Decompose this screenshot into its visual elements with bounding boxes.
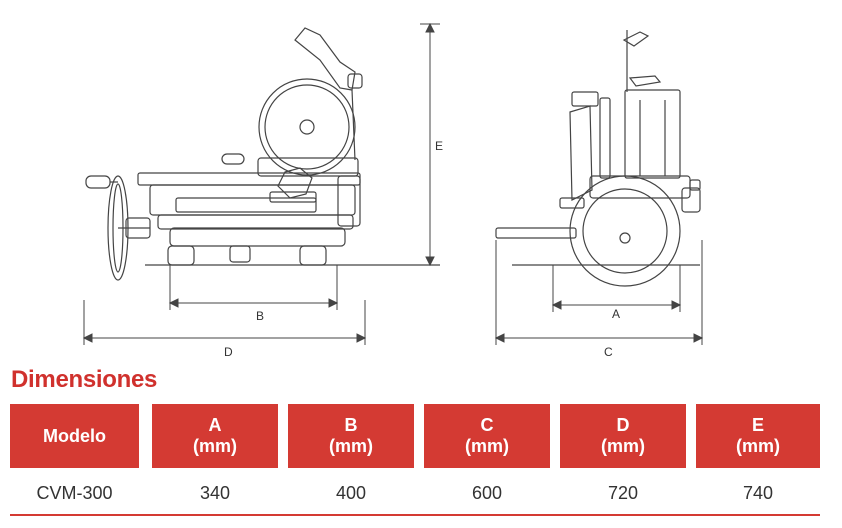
header-cell-b: B (mm) <box>288 404 414 468</box>
cell-d: 720 <box>607 482 639 503</box>
dimension-label-e: E <box>435 139 443 153</box>
cell-e: 740 <box>742 482 774 503</box>
header-cell-c: C (mm) <box>424 404 550 468</box>
dimension-label-d: D <box>224 345 233 359</box>
header-label: A <box>208 415 222 435</box>
cell-b: 400 <box>335 482 367 503</box>
side-view-slicer <box>85 27 440 281</box>
header-unit: (mm) <box>601 436 645 456</box>
dimension-label-c: C <box>604 345 613 359</box>
dimensions-table: Modelo A (mm) B (mm) C (mm) D (mm) E (mm… <box>10 404 820 518</box>
table-header-row: Modelo A (mm) B (mm) C (mm) D (mm) E (mm… <box>10 404 820 468</box>
header-unit: (mm) <box>465 436 509 456</box>
header-label: C <box>480 415 494 435</box>
header-unit: (mm) <box>193 436 237 456</box>
header-unit: (mm) <box>736 436 780 456</box>
header-label: B <box>344 415 358 435</box>
technical-drawing: E B D A C <box>82 22 704 359</box>
header-label: D <box>616 415 630 435</box>
cell-c: 600 <box>471 482 503 503</box>
dimension-label-a: A <box>612 307 620 321</box>
cell-a: 340 <box>199 482 231 503</box>
table-row: CVM-300 340 400 600 720 740 <box>10 468 820 518</box>
dimension-label-b: B <box>256 309 264 323</box>
front-view-slicer <box>495 30 701 287</box>
header-cell-modelo: Modelo <box>10 404 139 468</box>
header-cell-a: A (mm) <box>152 404 278 468</box>
dimension-lines <box>82 22 704 345</box>
section-title: Dimensiones <box>11 366 158 393</box>
header-unit: (mm) <box>329 436 373 456</box>
cell-model: CVM-300 <box>36 482 113 503</box>
header-cell-d: D (mm) <box>560 404 686 468</box>
header-label: Modelo <box>43 425 106 446</box>
table-bottom-rule <box>10 514 820 516</box>
header-cell-e: E (mm) <box>696 404 820 468</box>
header-label: E <box>751 415 764 435</box>
